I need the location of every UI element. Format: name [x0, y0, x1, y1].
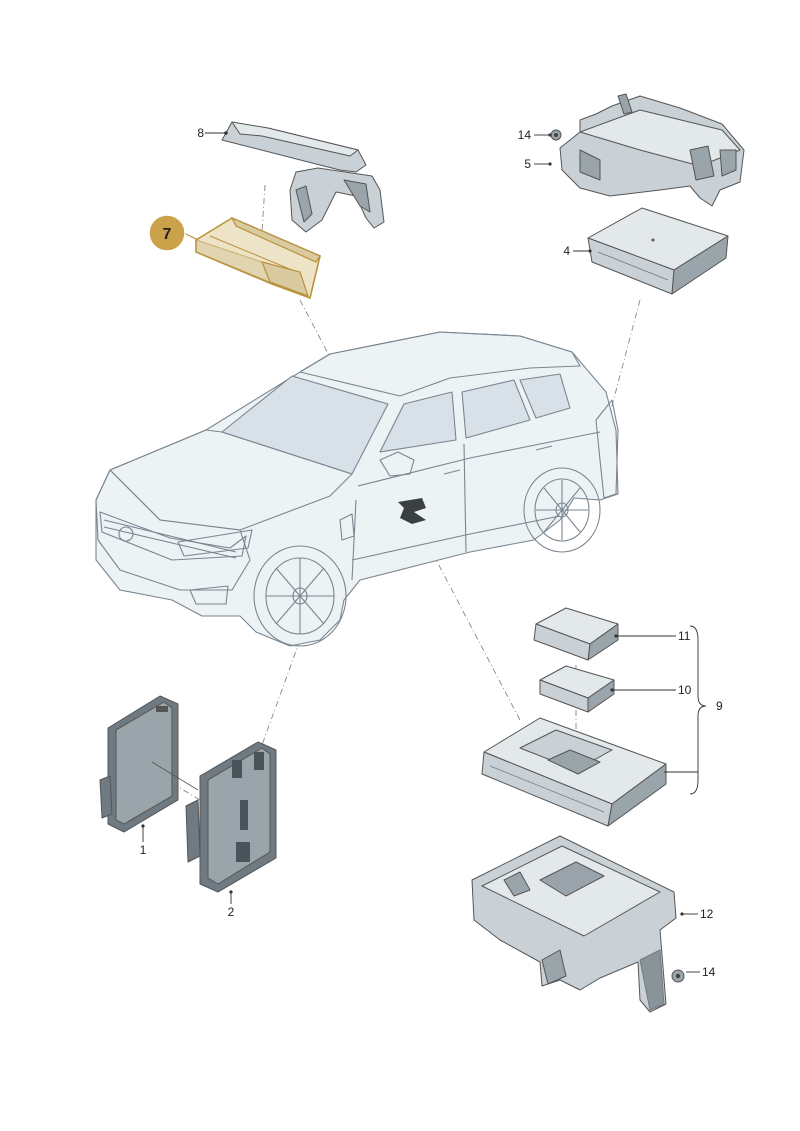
callout-5: 5: [524, 157, 531, 171]
part-8-bracket[interactable]: [205, 121, 385, 233]
badge-7[interactable]: 7: [148, 214, 199, 252]
part-14-nut-top[interactable]: [550, 129, 562, 141]
part-14-nut-bottom[interactable]: [671, 969, 685, 983]
part-5-bracket[interactable]: [559, 93, 745, 207]
callout-14-bottom: 14: [702, 965, 716, 979]
callout-4: 4: [563, 244, 570, 258]
callout-1: 1: [140, 843, 147, 857]
callout-11: 11: [678, 629, 691, 643]
part-12-bracket[interactable]: [471, 835, 677, 1013]
part-7-highlighted-module[interactable]: [195, 216, 321, 300]
front-wheel: [253, 545, 347, 647]
install-location-marker: [398, 498, 426, 524]
callout-9: 9: [716, 699, 723, 713]
callout-2: 2: [228, 905, 235, 919]
part-9-holder[interactable]: [481, 717, 667, 827]
part-4-control-unit[interactable]: [587, 207, 729, 295]
callout-10: 10: [678, 683, 692, 697]
vehicle-suv-illustration: [95, 331, 619, 647]
rear-wheel: [523, 467, 601, 553]
part-11-module[interactable]: [533, 607, 619, 661]
callout-12: 12: [700, 907, 714, 921]
part-2-control-unit[interactable]: [185, 741, 277, 893]
part-10-module[interactable]: [539, 665, 615, 713]
badge-7-label: 7: [163, 226, 172, 243]
callout-14-top: 14: [518, 128, 532, 142]
callout-8: 8: [197, 126, 204, 140]
part-1-control-unit[interactable]: [99, 695, 199, 833]
